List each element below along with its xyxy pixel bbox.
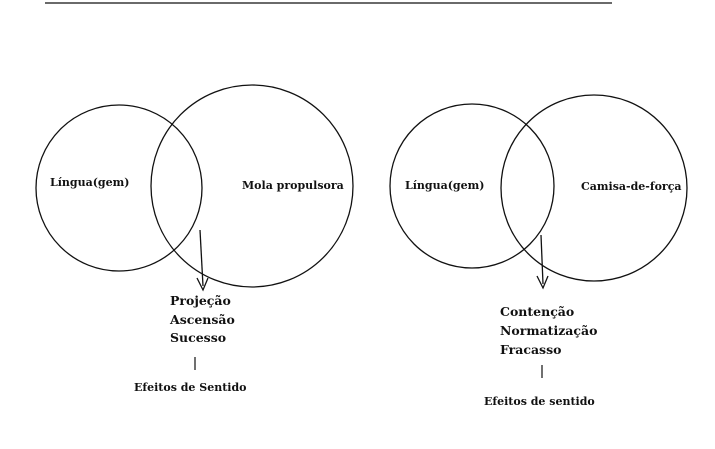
right-result-2: Normatização xyxy=(500,323,597,338)
left-result-2: Ascensão xyxy=(169,312,235,327)
right-venn-arrow-line xyxy=(541,235,543,284)
left-venn-arrow-line xyxy=(200,230,203,286)
right-effects-label: Efeitos de sentido xyxy=(484,395,595,408)
right-venn: Língua(gem) Camisa-de-força Contenção No… xyxy=(390,95,687,408)
left-result-1: Projeção xyxy=(170,293,231,308)
right-venn-straitjacket-label: Camisa-de-força xyxy=(581,180,682,193)
right-result-3: Fracasso xyxy=(500,342,561,357)
left-venn: Língua(gem) Mola propulsora Projeção Asc… xyxy=(36,85,353,394)
right-result-1: Contenção xyxy=(500,304,574,319)
right-venn-language-label: Língua(gem) xyxy=(405,179,484,192)
left-venn-spring-label: Mola propulsora xyxy=(242,179,344,192)
left-result-3: Sucesso xyxy=(170,330,226,345)
left-effects-label: Efeitos de Sentido xyxy=(134,381,246,394)
left-venn-language-label: Língua(gem) xyxy=(50,176,129,189)
